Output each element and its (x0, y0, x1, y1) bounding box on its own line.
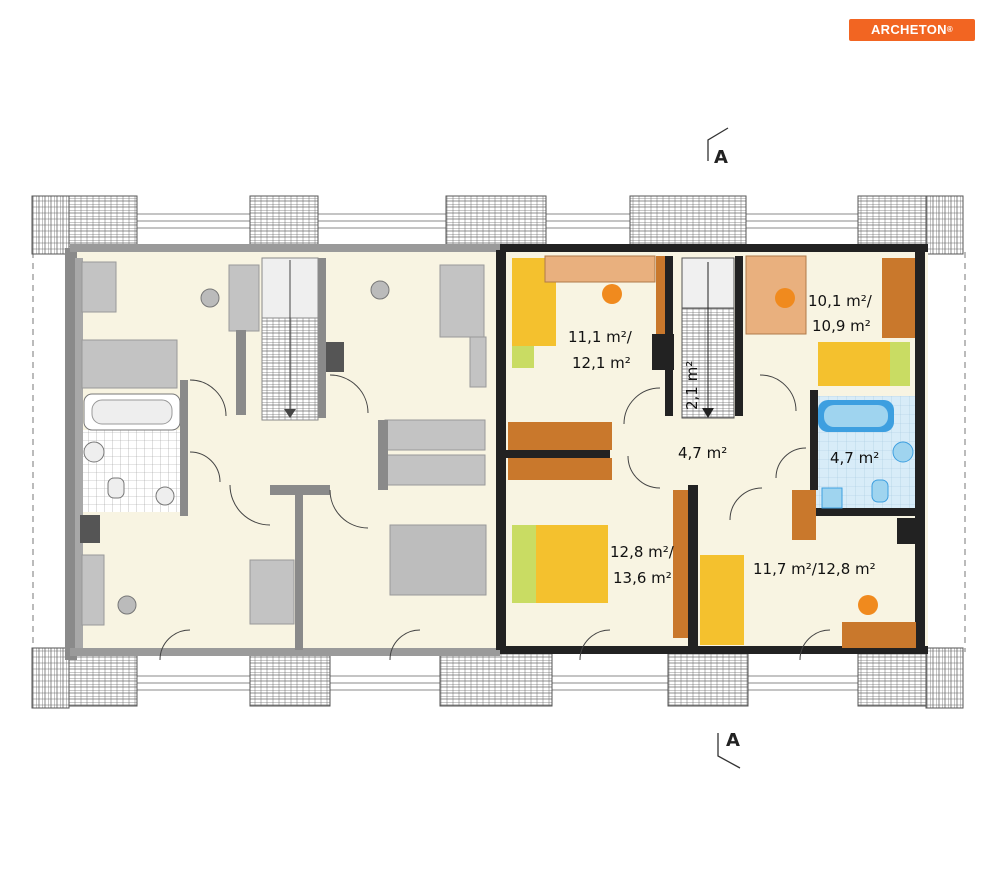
logo-text: ARCHETON (870, 22, 947, 37)
room-area-bedroom-b: 10,1 m²/ (808, 292, 873, 310)
room-area-bedroom-c: 12,8 m²/ (610, 543, 675, 561)
archeton-logo: ARCHETON® (849, 19, 975, 41)
section-marker-bottom: A (717, 730, 741, 769)
room-area-bedroom-b-alt: 10,9 m² (812, 317, 871, 335)
room-area-bedroom-c-alt: 13,6 m² (613, 569, 672, 587)
room-area-hall: 4,7 m² (678, 444, 727, 462)
section-label-bottom: A (726, 730, 740, 751)
party-wall (496, 250, 506, 650)
dormers-top (31, 195, 964, 255)
room-labels: 11,1 m²/ 12,1 m² 10,1 m²/ 10,9 m² 2,1 m²… (568, 292, 879, 587)
room-area-bedroom-a-alt: 12,1 m² (572, 354, 631, 372)
room-area-stair: 2,1 m² (683, 361, 701, 410)
dormers-bottom (31, 647, 964, 709)
registered-mark: ® (946, 25, 954, 34)
left-unit (65, 244, 500, 660)
room-area-bathroom: 4,7 m² (830, 449, 879, 467)
section-label-top: A (714, 147, 728, 168)
room-area-bedroom-a: 11,1 m²/ (568, 328, 633, 346)
right-unit-furniture (508, 255, 917, 648)
section-marker-top: A (707, 127, 729, 168)
room-area-bedroom-d: 11,7 m²/12,8 m² (753, 560, 876, 578)
door-swings (159, 374, 831, 661)
